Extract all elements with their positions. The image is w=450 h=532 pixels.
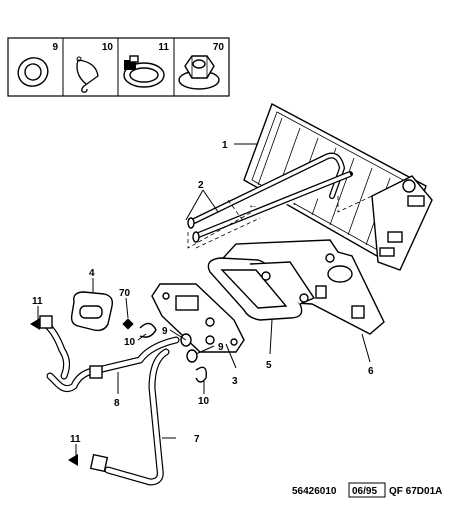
legend-item-11: 11 <box>123 42 169 88</box>
legend-item-70: 70 <box>178 42 225 90</box>
arrow-left-icon <box>68 454 78 466</box>
callout-11-lower: 11 <box>70 434 81 445</box>
arrow-left-icon <box>30 318 40 330</box>
hose-lower <box>89 348 170 486</box>
callout-8: 8 <box>114 398 120 409</box>
flange-nut-icon <box>178 55 220 90</box>
grommet <box>70 291 114 332</box>
callout-1: 1 <box>222 140 228 151</box>
callout-5: 5 <box>266 360 272 371</box>
spring-clips <box>139 322 207 383</box>
callout-9-upper: 9 <box>162 326 168 337</box>
legend-item-9: 9 <box>17 42 58 87</box>
seal-ring-icon <box>17 57 49 87</box>
callout-70: 70 <box>119 288 131 299</box>
callout-6: 6 <box>368 366 374 377</box>
callout-3: 3 <box>232 376 238 387</box>
callouts: 1 2 3 4 5 6 7 8 9 9 10 10 11 11 70 <box>32 140 374 445</box>
gasket-oval <box>207 257 316 321</box>
legend-num-10: 10 <box>102 42 114 53</box>
callout-10-lower: 10 <box>198 396 210 407</box>
callout-10-upper: 10 <box>124 337 136 348</box>
callout-2: 2 <box>198 180 204 191</box>
legend-num-11: 11 <box>158 42 169 53</box>
svg-text:←: ← <box>248 200 258 211</box>
flange-plate <box>151 283 245 353</box>
spring-clip-icon <box>76 56 99 93</box>
legend-item-10: 10 <box>76 42 114 93</box>
reference-code: 56426010 06/95 QF 67D01A <box>292 482 442 498</box>
heater-pipes: ← <box>187 152 373 249</box>
callout-9-lower: 9 <box>218 342 224 353</box>
callout-11-upper: 11 <box>32 296 43 307</box>
nut-marker <box>122 318 134 330</box>
legend-strip: 9 10 11 70 <box>7 37 230 97</box>
reference-number: 56426010 <box>292 486 337 497</box>
callout-7: 7 <box>194 434 200 445</box>
reference-date: 06/95 <box>352 486 377 497</box>
legend-num-9: 9 <box>52 42 58 53</box>
hose-upper <box>39 315 180 393</box>
hose-clamp-icon <box>123 55 165 88</box>
callout-4: 4 <box>89 268 95 279</box>
reference-suffix: QF 67D01A <box>389 486 442 497</box>
legend-num-70: 70 <box>213 42 225 53</box>
